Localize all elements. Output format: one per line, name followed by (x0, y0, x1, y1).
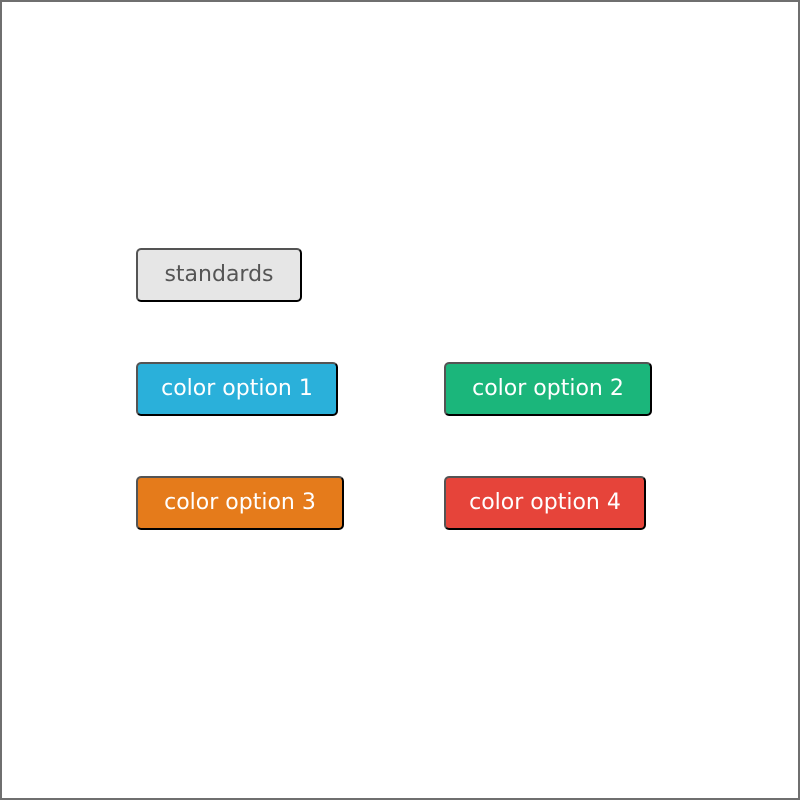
color-option-4-button[interactable]: color option 4 (444, 476, 646, 530)
color-option-1-label: color option 1 (161, 376, 313, 401)
color-option-2-button[interactable]: color option 2 (444, 362, 652, 416)
color-option-1-button[interactable]: color option 1 (136, 362, 338, 416)
color-option-2-label: color option 2 (472, 376, 624, 401)
color-option-4-label: color option 4 (469, 490, 621, 515)
standards-button[interactable]: standards (136, 248, 302, 302)
color-option-3-button[interactable]: color option 3 (136, 476, 344, 530)
standards-button-label: standards (164, 262, 274, 287)
color-option-3-label: color option 3 (164, 490, 316, 515)
